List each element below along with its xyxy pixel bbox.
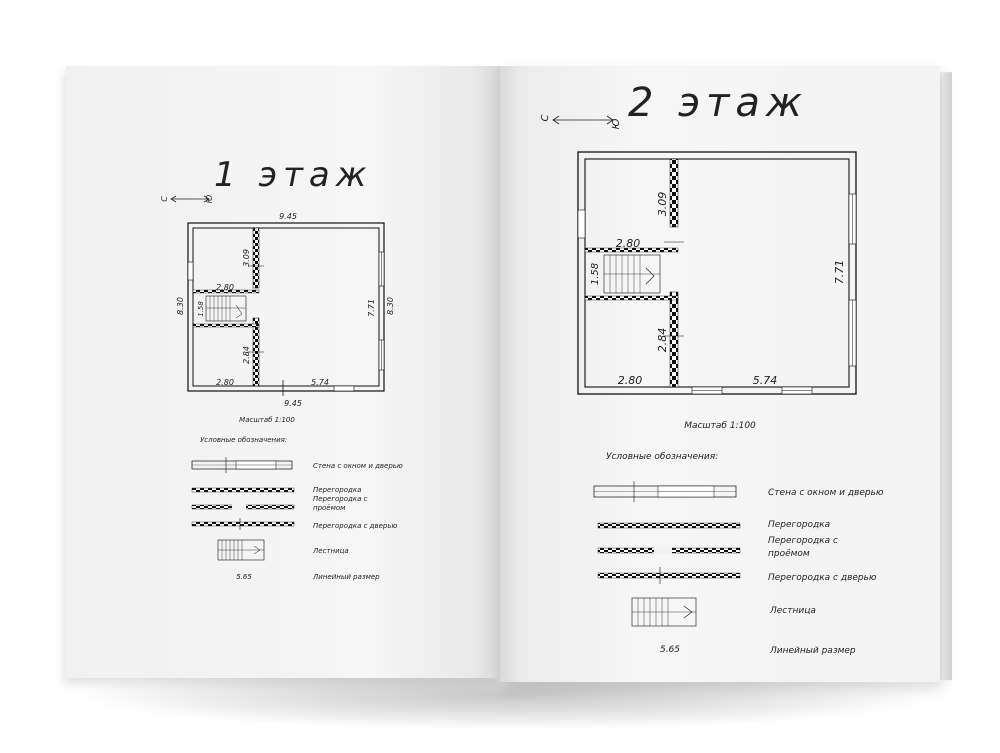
right-legend-stairs-symbol: [631, 597, 697, 627]
left-dim-stair-width: 2.80: [216, 283, 234, 292]
left-window-bottom: [333, 385, 355, 392]
left-legend-stairs: Лестница: [312, 547, 349, 555]
right-legend: Стена с окном и дверью Перегородка Перег…: [593, 481, 884, 656]
right-legend-partition-door-symbol: [597, 567, 741, 584]
right-dim-room-right: 5.74: [753, 374, 778, 387]
left-page: [66, 66, 500, 678]
right-legend-partition-opening-symbol: [597, 547, 741, 554]
right-legend-stairs: Лестница: [769, 606, 816, 616]
left-dim-left: 8.30: [176, 297, 185, 315]
right-window-right-lower: [848, 299, 857, 367]
left-dim-partition-lower: 2.84: [242, 346, 251, 364]
right-dim-partition-lower: 2.84: [656, 328, 669, 353]
left-compass: С Ю: [160, 194, 214, 203]
right-legend-partition-door: Перегородка с дверью: [768, 573, 877, 583]
left-legend-partition-opening-symbol: [191, 504, 295, 510]
left-dim-inner-right: 7.71: [367, 299, 376, 317]
left-window-left: [187, 261, 194, 281]
right-page: [500, 66, 940, 682]
left-page-title: 1 этаж: [214, 155, 373, 195]
left-legend-wall-symbol: [191, 457, 293, 473]
left-legend-partition-opening-2: проёмом: [313, 504, 346, 512]
right-dim-partition-upper: 3.09: [656, 192, 669, 217]
left-dim-stair-height: 1.58: [197, 301, 205, 317]
right-scale: Масштаб 1:100: [684, 421, 756, 431]
right-page-title: 2 этаж: [628, 80, 808, 126]
right-legend-partition-symbol: [597, 522, 741, 529]
left-legend-partition-symbol: [191, 487, 295, 493]
left-floor-plan: 9.45 9.45 8.30 8.30 7.71 3.09 2.84 2.80 …: [176, 212, 395, 408]
right-dim-stair-width: 2.80: [616, 237, 641, 250]
left-window-right-upper: [378, 251, 385, 287]
left-legend-wall: Стена с окном и дверью: [313, 462, 403, 470]
right-compass-south: Ю: [611, 118, 622, 129]
left-legend-partition-opening-1: Перегородка с: [313, 495, 368, 503]
right-floor-plan: 3.09 2.84 2.80 1.58 7.71 2.80 5.74: [577, 151, 857, 395]
right-legend-partition: Перегородка: [768, 520, 830, 530]
right-window-bottom-1: [691, 386, 723, 395]
left-legend-stairs-symbol: [217, 539, 265, 561]
left-window-right-lower: [378, 339, 385, 371]
left-stairs: [205, 295, 247, 322]
right-stairs: [603, 254, 661, 294]
left-legend-partition-door: Перегородка с дверью: [313, 522, 398, 530]
left-dim-top: 9.45: [279, 212, 297, 221]
right-window-right-upper: [848, 193, 857, 245]
right-window-left: [577, 209, 586, 239]
right-legend-dimension-sample: 5.65: [660, 645, 680, 655]
left-scale: Масштаб 1:100: [239, 416, 295, 424]
right-compass-north: С: [540, 114, 551, 121]
right-legend-wall: Стена с окном и дверью: [768, 488, 884, 498]
left-legend-title: Условные обозначения:: [200, 436, 287, 444]
left-dim-right: 8.30: [386, 297, 395, 315]
left-legend: Стена с окном и дверью Перегородка Перег…: [191, 457, 403, 581]
left-legend-partition-door-symbol: [191, 518, 295, 530]
right-partition-upper: [669, 158, 679, 228]
right-legend-partition-opening-1: Перегородка с: [768, 536, 838, 546]
right-dim-inner-right: 7.71: [833, 260, 846, 285]
left-compass-north: С: [160, 196, 169, 202]
right-window-bottom-2: [781, 386, 813, 395]
right-legend-title: Условные обозначения:: [606, 452, 718, 462]
left-dim-room-right: 5.74: [311, 378, 329, 387]
left-partition-upper: [252, 227, 260, 289]
right-dim-room-left: 2.80: [618, 374, 643, 387]
left-legend-dimension-sample: 5.65: [236, 573, 252, 581]
right-legend-dimension: Линейный размер: [769, 646, 856, 656]
left-dim-room-left: 2.80: [216, 378, 234, 387]
left-legend-partition: Перегородка: [313, 486, 361, 494]
left-legend-dimension: Линейный размер: [312, 573, 380, 581]
right-dim-stair-height: 1.58: [590, 263, 601, 285]
left-dim-partition-upper: 3.09: [242, 249, 251, 267]
left-compass-south: Ю: [205, 194, 214, 203]
right-partition-lower: [669, 291, 679, 388]
right-compass: С Ю: [540, 114, 622, 129]
right-legend-wall-symbol: [593, 481, 737, 502]
left-dim-bottom: 9.45: [284, 399, 302, 408]
right-legend-partition-opening-2: проёмом: [768, 549, 810, 559]
